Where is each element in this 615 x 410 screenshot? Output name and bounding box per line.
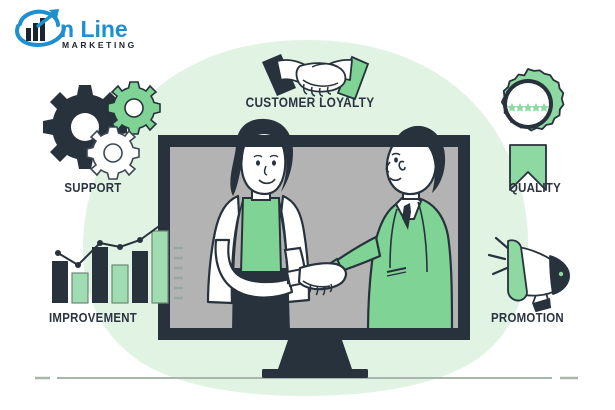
label-promotion: PROMOTION xyxy=(491,310,564,325)
monitor-stand xyxy=(278,340,352,369)
bar-1 xyxy=(52,261,68,303)
handshake-icon xyxy=(262,54,370,101)
bar-2 xyxy=(71,272,89,304)
label-customer-loyalty: CUSTOMER LOYALTY xyxy=(245,95,375,110)
bar-chart-growth-icon xyxy=(52,220,183,304)
rating-stars xyxy=(507,103,549,112)
handshake-hands xyxy=(297,262,348,296)
logo-secondary-text: MARKETING xyxy=(62,40,137,50)
bar-3 xyxy=(92,247,108,303)
bar-4 xyxy=(111,264,129,304)
logo-primary-text: n Line xyxy=(60,16,128,42)
gears-icon xyxy=(43,81,161,180)
bar-6 xyxy=(151,230,169,304)
bar-chart-swoosh-logo-icon xyxy=(15,9,66,48)
label-improvement: IMPROVEMENT xyxy=(48,310,138,325)
monitor xyxy=(158,118,470,378)
label-quality: QUALITY xyxy=(508,180,562,195)
brand-logo[interactable]: n Line MARKETING xyxy=(8,4,143,54)
bar-5 xyxy=(132,251,148,303)
megaphone-icon xyxy=(487,236,570,312)
axis-ticks xyxy=(174,246,183,300)
monitor-base xyxy=(262,369,368,378)
label-support: SUPPORT xyxy=(64,180,122,195)
award-rosette-icon xyxy=(500,68,565,191)
